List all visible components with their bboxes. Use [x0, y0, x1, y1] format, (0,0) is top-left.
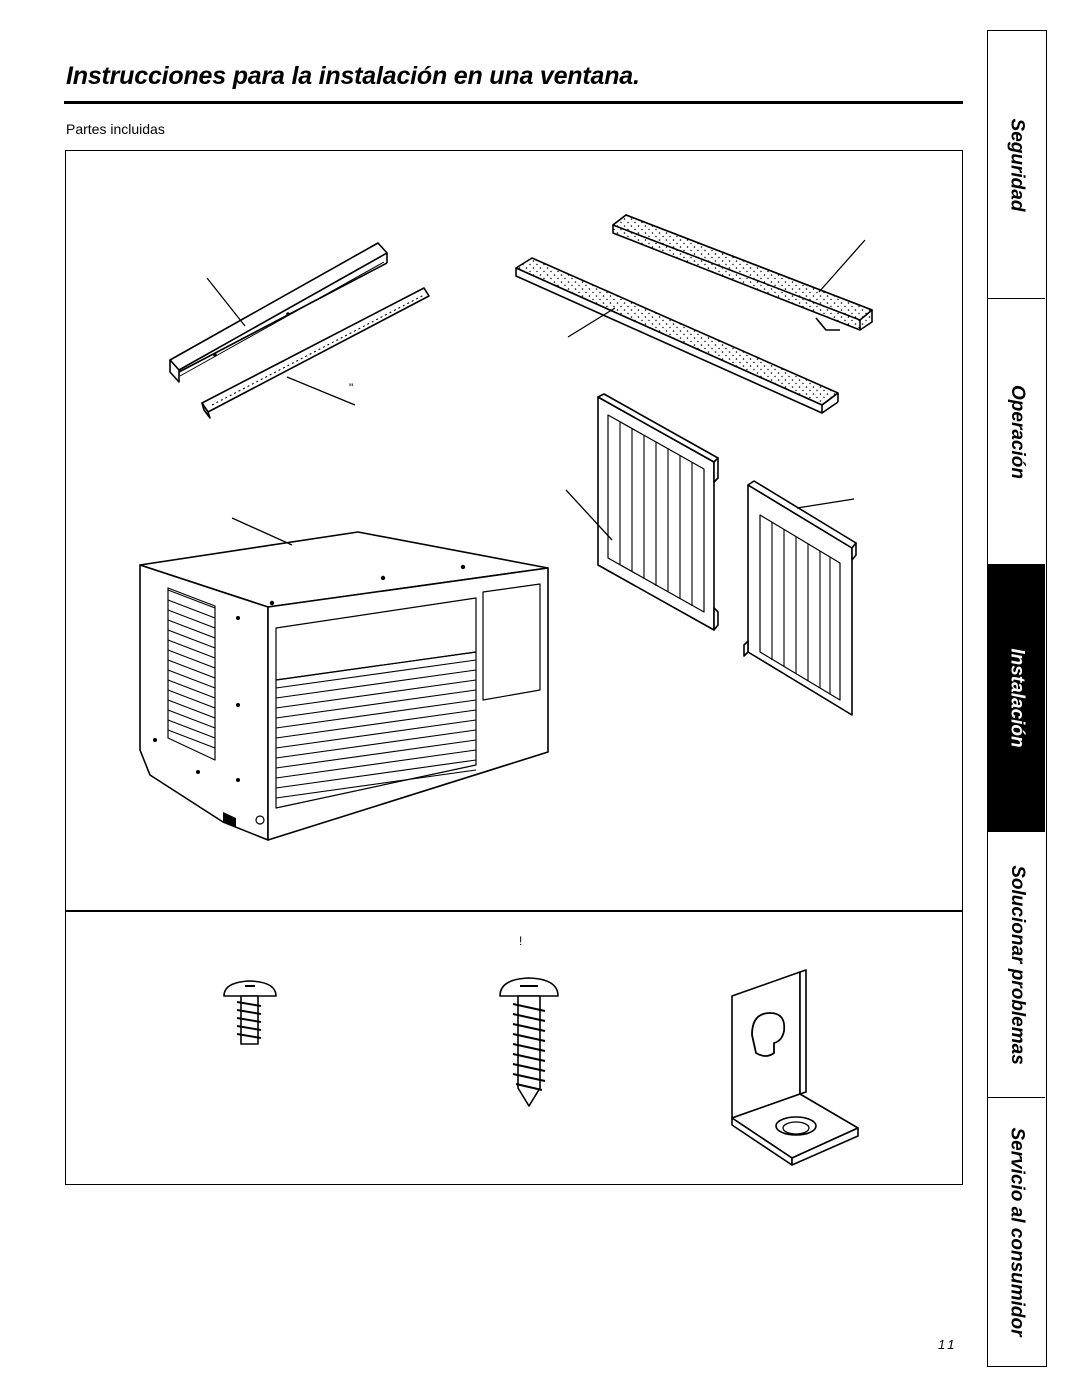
tab-instalacion[interactable]: Instalación [988, 565, 1045, 832]
stray-mark: ! [519, 934, 523, 948]
tab-label: Seguridad [1006, 118, 1028, 211]
tab-label: Operación [1006, 384, 1028, 479]
tab-label: Instalación [1006, 648, 1028, 748]
foam-strip-icon [515, 257, 839, 414]
air-conditioner-icon [139, 517, 549, 841]
tab-servicio-al-consumidor[interactable]: Servicio al consumidor [988, 1098, 1045, 1365]
tab-label: Servicio al consumidor [1006, 1126, 1028, 1337]
tab-label: Solucionar problemas [1006, 864, 1028, 1065]
parts-panel [65, 150, 963, 1185]
side-panel-right-icon [743, 480, 857, 716]
page-title: Instrucciones para la instalación en una… [66, 62, 640, 90]
short-screw-icon [223, 980, 277, 1045]
stray-mark: " [349, 381, 354, 395]
l-bracket-icon [731, 969, 859, 1166]
section-tabs: Seguridad Operación Instalación Solucion… [987, 30, 1047, 1367]
page-number: 11 [938, 1337, 958, 1352]
sill-strip-icon [201, 287, 430, 419]
title-rule [64, 101, 963, 104]
tab-solucionar-problemas[interactable]: Solucionar problemas [988, 832, 1045, 1098]
top-rail-icon [169, 242, 388, 383]
panel-divider [65, 910, 963, 912]
foam-strip-icon [612, 214, 873, 331]
long-screw-icon [499, 977, 559, 1107]
tab-operacion[interactable]: Operación [988, 299, 1045, 565]
side-panel-left-icon [565, 393, 719, 631]
parts-subtitle: Partes incluidas [66, 121, 165, 137]
tab-seguridad[interactable]: Seguridad [988, 31, 1045, 299]
